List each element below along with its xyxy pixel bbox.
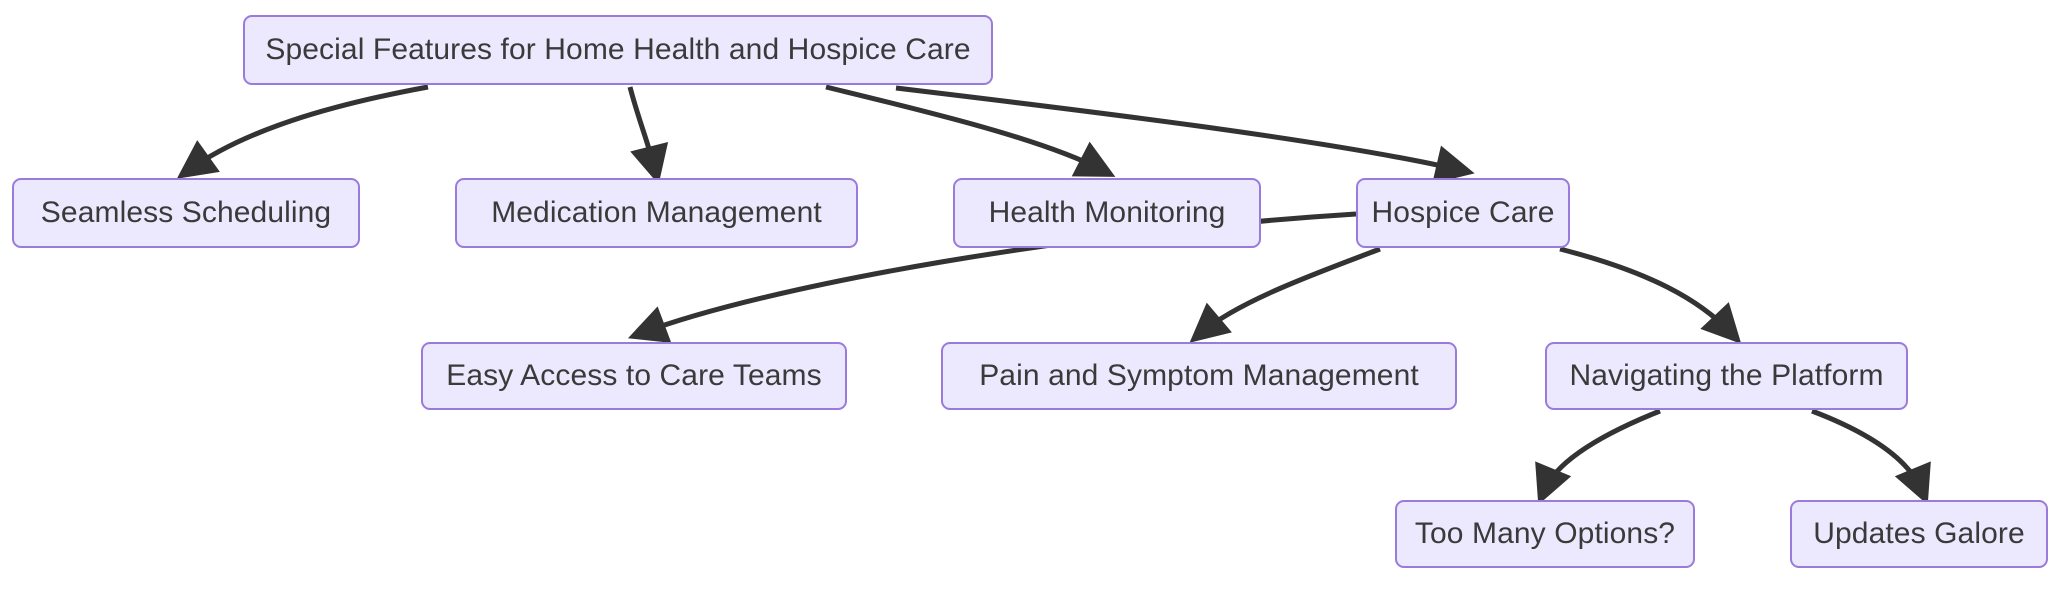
node-label-root: Special Features for Home Health and Hos…: [265, 33, 971, 66]
edge-navigating-to-updates: [1811, 408, 1931, 505]
node-root[interactable]: Special Features for Home Health and Hos…: [243, 15, 993, 85]
node-toomany[interactable]: Too Many Options?: [1395, 500, 1695, 568]
edge-root-to-hospice: [895, 85, 1475, 184]
node-label-toomany: Too Many Options?: [1414, 517, 1676, 550]
edge-root-to-scheduling: [176, 84, 429, 179]
node-label-navigating: Navigating the Platform: [1569, 359, 1884, 392]
node-label-careteams: Easy Access to Care Teams: [446, 359, 822, 392]
node-careteams[interactable]: Easy Access to Care Teams: [421, 342, 847, 410]
node-scheduling[interactable]: Seamless Scheduling: [12, 178, 360, 248]
node-label-hospice: Hospice Care: [1371, 196, 1555, 229]
edge-hospice-to-painmgmt: [1189, 246, 1381, 343]
node-navigating[interactable]: Navigating the Platform: [1545, 342, 1908, 410]
node-painmgmt[interactable]: Pain and Symptom Management: [941, 342, 1457, 410]
node-label-monitoring: Health Monitoring: [988, 196, 1226, 229]
node-label-updates: Updates Galore: [1813, 517, 2025, 550]
node-updates[interactable]: Updates Galore: [1790, 500, 2048, 568]
edge-navigating-to-toomany: [1535, 408, 1661, 505]
node-label-scheduling: Seamless Scheduling: [40, 196, 332, 229]
node-hospice[interactable]: Hospice Care: [1356, 178, 1570, 248]
node-label-painmgmt: Pain and Symptom Management: [979, 359, 1419, 392]
node-monitoring[interactable]: Health Monitoring: [953, 178, 1261, 248]
node-label-medication: Medication Management: [491, 196, 822, 229]
node-medication[interactable]: Medication Management: [455, 178, 858, 248]
edge-root-to-medication: [627, 86, 669, 185]
edge-hospice-to-navigating: [1559, 246, 1742, 344]
edge-root-to-monitoring: [825, 84, 1116, 177]
